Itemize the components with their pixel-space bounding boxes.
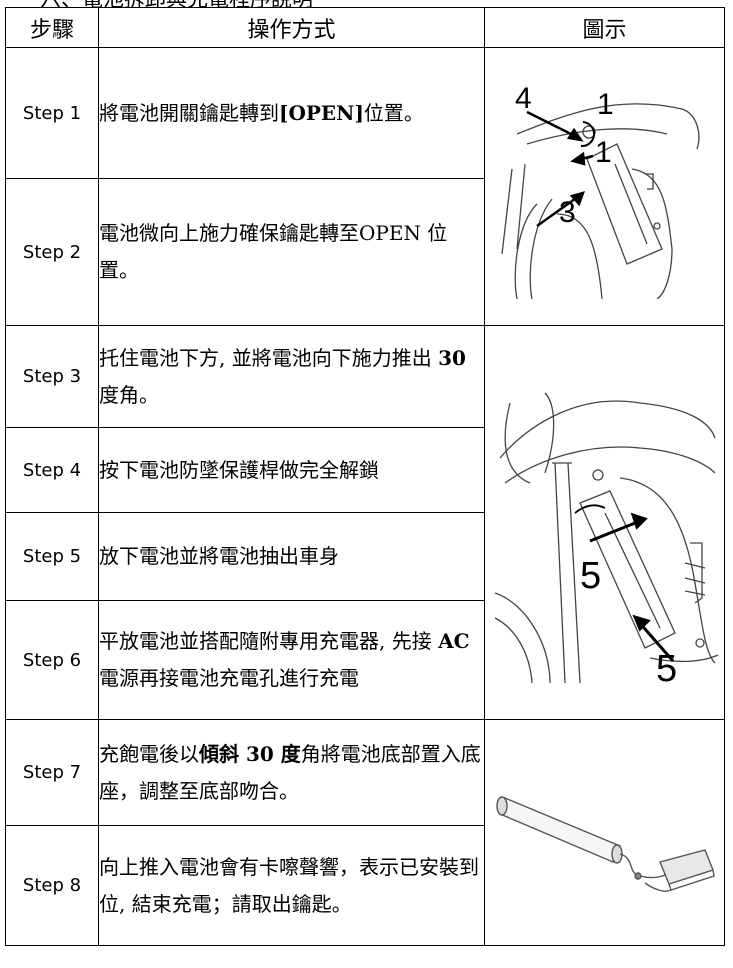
table-row: Step 1 將電池開關鑰匙轉到[OPEN]位置。 — [5, 47, 725, 326]
step-description: 充飽電後以傾斜 30 度角將電池底部置入底座，調整至底部吻合。 — [98, 719, 485, 826]
figure-label: 5 — [580, 555, 601, 597]
figure-label: 4 — [515, 82, 532, 115]
figure-label: 1 — [597, 88, 614, 121]
step-description: 放下電池並將電池抽出車身 — [98, 512, 485, 601]
header-row: 步驟 操作方式 圖示 — [5, 7, 725, 48]
step-description: 向上推入電池會有卡嚓聲響，表示已安裝到位, 結束充電；請取出鑰匙。 — [98, 825, 485, 946]
header-step: 步驟 — [5, 7, 99, 48]
text-segment: 將電池開關鑰匙轉到 — [99, 100, 279, 125]
step-label: Step 7 — [5, 719, 99, 826]
battery-unlock-figure: 4 1 1 3 — [501, 82, 700, 299]
text-segment: 放下電池並將電池抽出車身 — [99, 544, 339, 568]
text-segment: 電池微向上施力確保鑰匙轉至OPEN 位置。 — [99, 221, 448, 282]
text-segment: 位置。 — [363, 100, 424, 125]
step-description: 按下電池防墜保護桿做完全解鎖 — [98, 427, 485, 513]
table-row: Step 2 電池微向上施力確保鑰匙轉至OPEN 位置。 — [5, 178, 725, 326]
text-segment: 平放電池並搭配隨附專用充電器, 先接 — [99, 629, 439, 653]
step-description: 電池微向上施力確保鑰匙轉至OPEN 位置。 — [98, 178, 485, 326]
bold-text-segment: AC — [438, 629, 470, 653]
step-label: Step 3 — [5, 325, 99, 428]
figure-cell — [484, 719, 725, 946]
bold-text-segment: 30 — [438, 345, 466, 370]
text-segment: 向上推入電池會有卡嚓聲響，表示已安裝到位, 結束充電；請取出鑰匙。 — [99, 854, 479, 916]
text-segment: 按下電池防墜保護桿做完全解鎖 — [99, 457, 379, 482]
bold-text-segment: [OPEN] — [279, 100, 364, 125]
table-row: Step 5 放下電池並將電池抽出車身 — [5, 512, 725, 601]
table-row: Step 8 向上推入電池會有卡嚓聲響，表示已安裝到位, 結束充電；請取出鑰匙。 — [5, 825, 725, 946]
text-segment: 角將電池底部置入底座，調整至底部吻合。 — [99, 741, 481, 803]
text-segment: 充飽電後以 — [99, 741, 199, 766]
header-method: 操作方式 — [98, 7, 485, 48]
table-row: Step 4 按下電池防墜保護桿做完全解鎖 — [5, 427, 725, 513]
figure-cell: 4 1 1 3 — [484, 47, 725, 326]
figure-label: 5 — [656, 648, 677, 683]
figure-label: 3 — [559, 196, 576, 229]
battery-steps-table: 步驟 操作方式 圖示 Step 1 將電池開關鑰匙轉到[OPEN]位置。 — [5, 7, 725, 946]
text-segment: 度角。 — [99, 382, 159, 407]
step-label: Step 6 — [5, 600, 99, 720]
battery-removal-figure: 5 5 — [494, 392, 718, 683]
header-figure: 圖示 — [484, 7, 725, 48]
cutoff-heading-text: 六、電池拆卸與充電程序說明 — [40, 0, 313, 9]
table-row: Step 3 托住電池下方, 並將電池向下施力推出 30 度角。 — [5, 325, 725, 720]
battery-charger-figure — [495, 795, 715, 892]
text-segment: 托住電池下方, 並將電池向下施力推出 — [99, 345, 439, 370]
step-label: Step 2 — [5, 178, 99, 326]
step-label: Step 8 — [5, 825, 99, 946]
step-description: 將電池開關鑰匙轉到[OPEN]位置。 — [98, 47, 485, 179]
table-row: Step 7 充飽電後以傾斜 30 度角將電池底部置入底座，調整至底部吻合。 — [5, 719, 725, 946]
step-description: 托住電池下方, 並將電池向下施力推出 30 度角。 — [98, 325, 485, 428]
text-segment: 電源再接電池充電孔進行充電 — [99, 666, 359, 690]
table-row: Step 6 平放電池並搭配隨附專用充電器, 先接 AC 電源再接電池充電孔進行… — [5, 600, 725, 720]
bold-text-segment: 傾斜 30 度 — [199, 741, 301, 766]
step-label: Step 1 — [5, 47, 99, 179]
figure-label: 1 — [595, 136, 612, 169]
step-label: Step 5 — [5, 512, 99, 601]
step-label: Step 4 — [5, 427, 99, 513]
figure-cell: 5 5 — [484, 325, 725, 720]
step-description: 平放電池並搭配隨附專用充電器, 先接 AC 電源再接電池充電孔進行充電 — [98, 600, 485, 720]
cutoff-heading: 六、電池拆卸與充電程序說明 — [40, 0, 370, 9]
